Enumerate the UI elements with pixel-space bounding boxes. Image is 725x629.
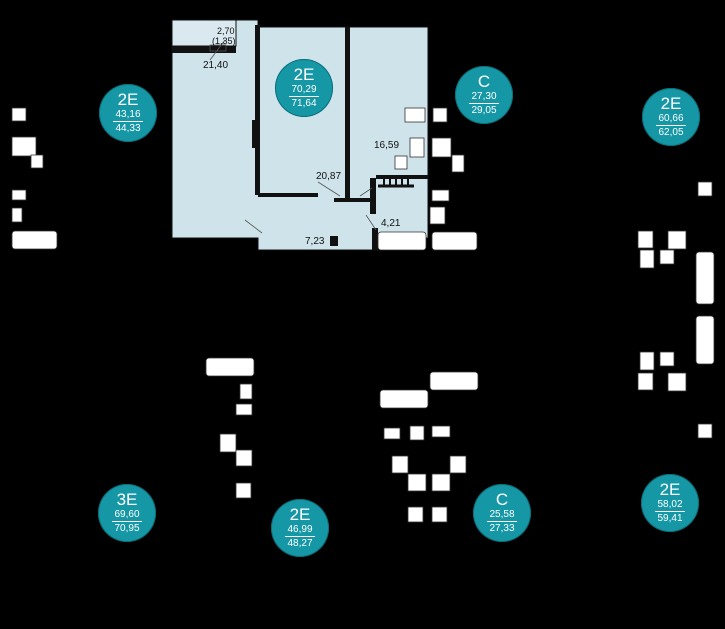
kitchen-area-label: 20,87 [316, 171, 342, 182]
apartment-area-living: 43,16 [115, 109, 141, 120]
apartment-badge[interactable]: 3Е 69,60 70,95 [98, 484, 156, 542]
apartment-area-living: 60,66 [658, 113, 684, 124]
apartment-type: С [477, 72, 491, 91]
apartment-badge[interactable]: 2Е 58,02 59,41 [641, 474, 699, 532]
apartment-type: 2Е [659, 480, 681, 499]
area-divider [655, 511, 685, 512]
bath-area-label: 4,21 [381, 218, 401, 229]
apartment-badge[interactable]: 2Е 46,99 48,27 [271, 499, 329, 557]
hall-area-label: 7,23 [305, 236, 325, 247]
apartment-type: 2Е [293, 65, 315, 84]
apartment-area-total: 59,41 [657, 513, 683, 524]
room2-area-label: 16,59 [374, 140, 400, 151]
area-divider [656, 125, 686, 126]
loggia [171, 19, 237, 47]
room1-area-label: 21,40 [203, 60, 229, 71]
apartment-type: 2Е [289, 505, 311, 524]
apartment-badge[interactable]: С 25,58 27,33 [473, 484, 531, 542]
apartment-area-living: 27,30 [471, 91, 497, 102]
fixtures [11, 107, 715, 523]
loggia-reduced-area-label: (1,35) [212, 36, 236, 46]
apartment-area-total: 27,33 [489, 523, 515, 534]
area-divider [112, 521, 142, 522]
apartment-badge-selected[interactable]: 2Е 70,29 71,64 [275, 59, 333, 117]
apartment-type: С [495, 490, 509, 509]
apartment-badge[interactable]: С 27,30 29,05 [455, 66, 513, 124]
apartment-type: 2Е [660, 94, 682, 113]
apartment-area-total: 48,27 [287, 538, 313, 549]
apartment-type: 3Е [116, 490, 138, 509]
apartment-type: 2Е [117, 90, 139, 109]
apartment-area-living: 58,02 [657, 499, 683, 510]
apartment-area-total: 29,05 [471, 105, 497, 116]
apartment-area-living: 70,29 [291, 84, 317, 95]
area-divider [487, 521, 517, 522]
apartment-area-total: 70,95 [114, 523, 140, 534]
apartment-area-living: 25,58 [489, 509, 515, 520]
apartment-badge[interactable]: 2Е 60,66 62,05 [642, 88, 700, 146]
area-divider [113, 121, 143, 122]
apartment-area-living: 69,60 [114, 509, 140, 520]
apartment-area-total: 62,05 [658, 127, 684, 138]
selected-apartment[interactable] [171, 19, 429, 251]
area-divider [469, 103, 499, 104]
area-divider [289, 96, 319, 97]
apartment-area-total: 71,64 [291, 98, 317, 109]
loggia-area-label: 2,70 [217, 26, 235, 36]
apartment-area-total: 44,33 [115, 123, 141, 134]
apartment-area-living: 46,99 [287, 524, 313, 535]
area-divider [285, 536, 315, 537]
apartment-badge[interactable]: 2Е 43,16 44,33 [99, 84, 157, 142]
